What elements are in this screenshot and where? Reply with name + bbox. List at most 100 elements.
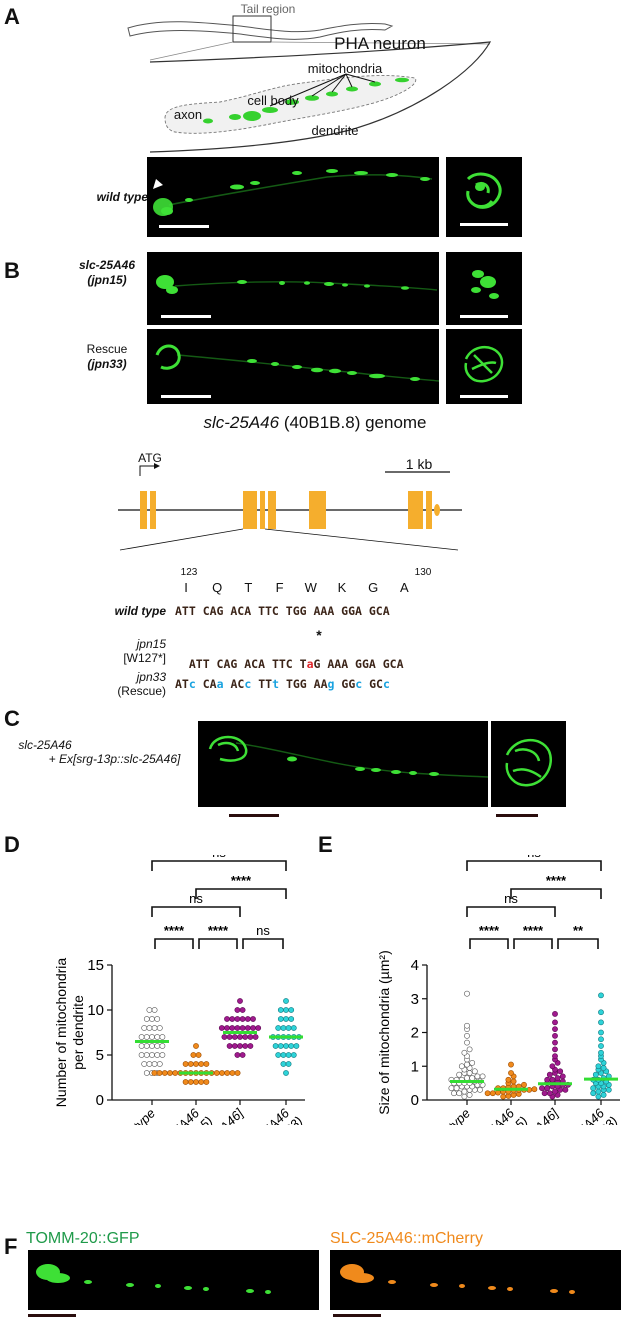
- data-point: [500, 1093, 507, 1100]
- data-point: [275, 1052, 282, 1058]
- codon-space: [307, 677, 314, 691]
- data-point: [237, 1034, 243, 1040]
- data-point: [598, 1019, 604, 1026]
- data-point: [247, 1034, 254, 1040]
- data-point: [242, 1043, 249, 1049]
- data-point: [226, 1043, 233, 1049]
- genome-title-gene: slc-25A46: [203, 413, 280, 432]
- data-point: [283, 1070, 289, 1076]
- data-point: [598, 1009, 604, 1016]
- data-point: [595, 1063, 602, 1070]
- codon-base: CA: [202, 677, 217, 691]
- data-point: [508, 1070, 514, 1076]
- arrow-right-icon: [154, 463, 160, 469]
- data-point: [151, 1007, 158, 1013]
- significance-bracket: [242, 938, 284, 949]
- data-point: [244, 1016, 251, 1022]
- y-tick-label: 1: [411, 1058, 419, 1075]
- panel-letter-c: C: [4, 706, 20, 731]
- data-point: [598, 1043, 604, 1049]
- codon-silent-mutation: c: [244, 677, 252, 691]
- data-point: [471, 1068, 478, 1075]
- data-point: [154, 1016, 161, 1022]
- codon-base: GG: [341, 677, 356, 691]
- codon-base: TGG: [285, 677, 307, 691]
- data-point: [218, 1025, 225, 1031]
- data-point: [198, 1079, 205, 1085]
- pha-neuron-label: PHA neuron: [334, 34, 426, 53]
- significance-label: ****: [231, 873, 252, 888]
- scale-bar: [333, 1314, 381, 1317]
- data-point: [552, 1032, 558, 1039]
- data-point: [239, 1052, 246, 1058]
- data-point: [510, 1078, 517, 1085]
- data-point: [552, 1039, 558, 1046]
- data-point: [280, 1052, 287, 1058]
- data-point: [250, 1025, 256, 1031]
- data-point: [280, 1025, 287, 1031]
- data-point: [544, 1085, 551, 1092]
- data-point: [239, 1016, 246, 1022]
- data-point: [598, 1036, 604, 1043]
- scale-bar: [28, 1314, 76, 1317]
- panel-c-label-line1: slc-25A46: [18, 738, 72, 752]
- y-axis-label: Size of mitochondria (µm²): [376, 950, 392, 1114]
- amino-acid: F: [275, 580, 284, 595]
- data-point: [229, 1070, 236, 1076]
- data-point: [461, 1088, 468, 1095]
- data-point: [562, 1086, 569, 1093]
- data-point: [275, 1025, 282, 1031]
- seq-jpn33-label: jpn33: [136, 670, 166, 684]
- data-point: [182, 1061, 189, 1067]
- y-tick-label: 0: [411, 1092, 419, 1109]
- wild-type-dendrite-image: [147, 157, 439, 237]
- data-point: [552, 1019, 558, 1026]
- data-point: [156, 1025, 163, 1031]
- genome-title-rest: (40B1B.8) genome: [279, 413, 427, 432]
- significance-bracket: [198, 938, 238, 949]
- scale-bar: [161, 395, 211, 398]
- data-point: [231, 1043, 238, 1049]
- amino-acid: I: [184, 580, 188, 595]
- data-point: [149, 1043, 155, 1049]
- data-point: [557, 1068, 564, 1075]
- data-point: [151, 1061, 158, 1067]
- significance-bracket: [557, 938, 599, 949]
- data-point: [195, 1052, 202, 1058]
- data-point: [466, 1092, 473, 1098]
- rescue-label-line2: (jpn33): [87, 357, 127, 371]
- data-point: [141, 1025, 148, 1031]
- amino-acid: Q: [212, 580, 223, 595]
- data-point: [474, 1073, 481, 1080]
- y-tick-label: 10: [87, 1002, 104, 1019]
- gene-structure-diagram: [118, 463, 462, 551]
- data-point: [149, 1034, 155, 1040]
- data-point: [252, 1034, 259, 1040]
- significance-label: ns: [527, 855, 541, 860]
- scale-bar: [159, 225, 209, 228]
- data-point: [285, 1025, 292, 1031]
- data-point: [469, 1059, 476, 1066]
- significance-bracket: [469, 938, 509, 949]
- data-point: [234, 1016, 241, 1022]
- data-point: [598, 1049, 604, 1056]
- data-point: [146, 1025, 153, 1031]
- jpn15-label-line1: slc-25A46: [78, 258, 136, 272]
- seq-wild-type-label: wild type: [114, 604, 166, 618]
- significance-label: ns: [212, 855, 226, 860]
- seq-jpn15-label: jpn15: [136, 637, 166, 651]
- data-point: [154, 1034, 161, 1040]
- codon-base: AC: [230, 677, 245, 691]
- data-point: [456, 1090, 463, 1097]
- seq-jpn15-part-b: G AAA GGA GCA: [313, 657, 404, 671]
- data-point: [546, 1090, 553, 1097]
- amino-acid: T: [244, 580, 253, 595]
- data-point: [234, 1007, 241, 1013]
- data-point: [280, 1061, 287, 1067]
- data-point: [285, 1052, 292, 1058]
- data-point: [549, 1076, 556, 1083]
- data-point: [605, 1086, 612, 1093]
- axon-label: axon: [173, 107, 203, 122]
- data-point: [453, 1085, 460, 1092]
- data-point: [592, 1071, 599, 1078]
